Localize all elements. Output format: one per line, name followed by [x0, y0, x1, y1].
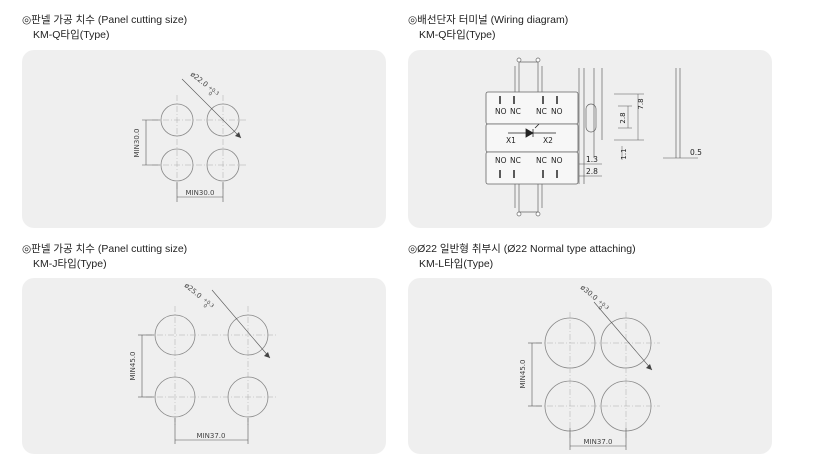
panel-q-cutting: ø22.0 +0.3 0 MIN30.0 MIN30.0 [22, 50, 386, 228]
x2-label: X2 [543, 136, 553, 145]
heading-wiring: ◎배선단자 터미널 (Wiring diagram) KM-Q타입(Type) [408, 13, 568, 43]
section-subtitle: KM-J타입(Type) [33, 258, 107, 270]
wiring-drawing: NO NC NC NO NO NC NC NO X1 X2 [485, 57, 702, 217]
x1-label: X1 [506, 136, 516, 145]
l-attaching-drawing: ø30.0 +0.3 0 MIN45.0 MIN37.0 [519, 283, 660, 450]
heading-l-attaching: ◎Ø22 일반형 취부시 (Ø22 Normal type attaching)… [408, 242, 636, 272]
top-contact-2: NC [510, 107, 521, 116]
top-contact-3: NC [536, 107, 547, 116]
panel-wiring: NO NC NC NO NO NC NC NO X1 X2 [408, 50, 772, 228]
bottom-contact-4: NO [551, 156, 563, 165]
top-contact-4: NO [551, 107, 563, 116]
dim-7-8: 7.8 [637, 98, 645, 109]
section-title: ◎판넬 가공 치수 (Panel cutting size) [22, 14, 188, 26]
diameter-label: ø25.0 [183, 281, 203, 300]
min-horizontal-label: MIN30.0 [186, 189, 215, 197]
section-subtitle: KM-Q타입(Type) [33, 29, 110, 41]
min-horizontal-label: MIN37.0 [197, 432, 226, 440]
min-vertical-label: MIN30.0 [133, 129, 141, 158]
panel-j-cutting: ø25.0 +0.3 0 MIN45.0 MIN37.0 [22, 278, 386, 454]
heading-q-cutting: ◎판넬 가공 치수 (Panel cutting size) KM-Q타입(Ty… [22, 13, 187, 43]
tolerance-lower: 0 [202, 303, 208, 310]
min-vertical-label: MIN45.0 [129, 352, 137, 381]
min-vertical-label: MIN45.0 [519, 360, 527, 389]
section-title: ◎Ø22 일반형 취부시 (Ø22 Normal type attaching) [408, 243, 636, 255]
panel-l-attaching: ø30.0 +0.3 0 MIN45.0 MIN37.0 [408, 278, 772, 454]
dim-1-1: 1.1 [620, 148, 628, 159]
dim-1-3: 1.3 [586, 155, 598, 164]
bottom-contact-2: NC [510, 156, 521, 165]
top-contact-1: NO [495, 107, 507, 116]
diameter-label: ø22.0 [189, 70, 210, 89]
dim-0-5: 0.5 [690, 148, 702, 157]
dim-2-8-side: 2.8 [619, 112, 627, 123]
bottom-contact-3: NC [536, 156, 547, 165]
diameter-label: ø30.0 [579, 283, 599, 302]
section-title: ◎판넬 가공 치수 (Panel cutting size) [22, 243, 188, 255]
dim-2-8-bottom: 2.8 [586, 167, 598, 176]
led-symbol-icon [508, 123, 556, 138]
heading-j-cutting: ◎판넬 가공 치수 (Panel cutting size) KM-J타입(Ty… [22, 242, 187, 272]
j-cutting-drawing: ø25.0 +0.3 0 MIN45.0 MIN37.0 [129, 281, 278, 444]
bottom-contact-1: NO [495, 156, 507, 165]
min-horizontal-label: MIN37.0 [584, 438, 613, 446]
section-title: ◎배선단자 터미널 (Wiring diagram) [408, 14, 569, 26]
q-cutting-drawing: ø22.0 +0.3 0 MIN30.0 MIN30.0 [133, 70, 248, 202]
tolerance-lower: 0 [207, 91, 213, 98]
section-subtitle: KM-L타입(Type) [419, 258, 494, 270]
section-subtitle: KM-Q타입(Type) [419, 29, 496, 41]
tolerance-lower: 0 [597, 305, 603, 312]
